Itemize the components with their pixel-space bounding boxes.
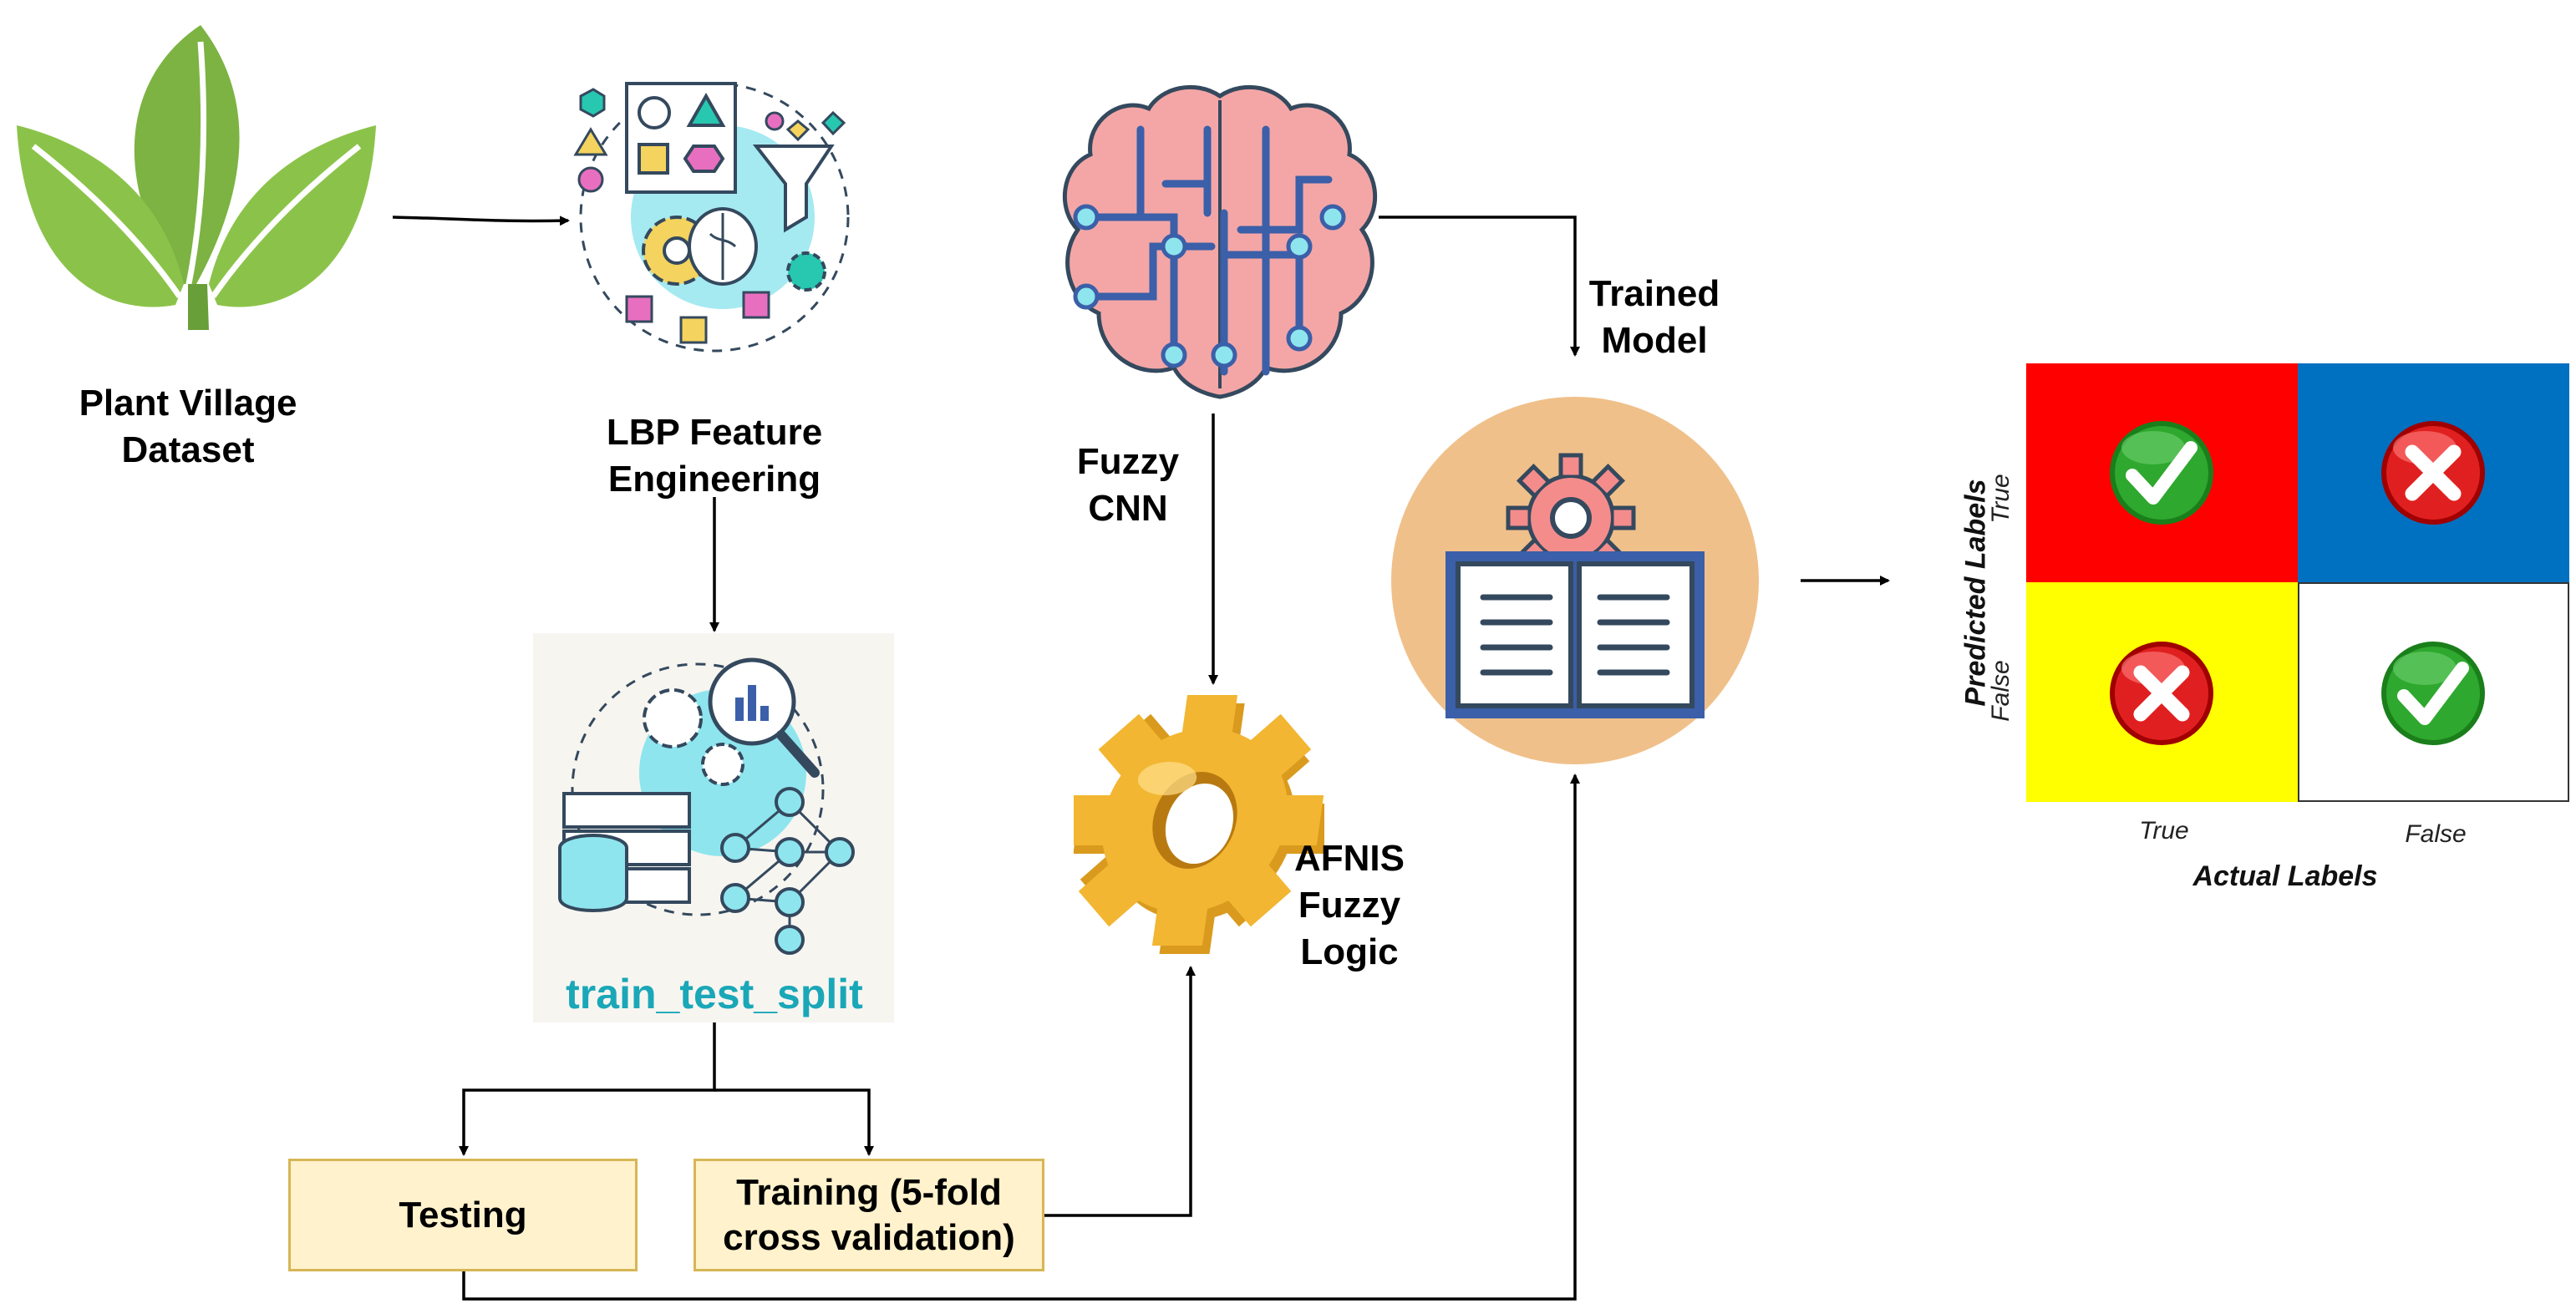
training-box: Training (5-fold cross validation) — [694, 1159, 1044, 1271]
arrow-dataset-to-lbp — [392, 216, 570, 226]
cm-x-axis-label: Actual Labels — [2192, 860, 2378, 892]
fuzzy-cnn-label: Fuzzy CNN — [1076, 441, 1180, 529]
cm-y-axis-label: Predicted Labels — [1959, 479, 1992, 707]
plant-leaf-icon — [17, 25, 376, 330]
model-book-gear-icon — [1391, 397, 1759, 764]
data-split-icon — [558, 657, 855, 955]
checkmark-icon — [2381, 642, 2485, 745]
arrow-split-to-training — [714, 1088, 874, 1156]
cm-x-tick-false: False — [2405, 820, 2467, 848]
arrow-split-branch — [459, 1015, 716, 1156]
cross-icon — [2381, 421, 2485, 525]
afnis-label: AFNIS Fuzzy Logic — [1294, 838, 1405, 972]
testing-box: Testing — [288, 1159, 638, 1271]
arrow-training-to-afnis — [1044, 966, 1196, 1217]
trained-model-label: Trained Model — [1588, 273, 1720, 361]
arrow-testing-to-model — [462, 774, 1580, 1301]
dataset-label: Plant Village Dataset — [79, 383, 297, 470]
feature-engineering-icon — [573, 82, 850, 353]
lbp-label: LBP Feature Engineering — [606, 412, 823, 500]
arrow-cnn-to-model — [1379, 216, 1580, 357]
cm-x-tick-true: True — [2139, 817, 2189, 845]
checkmark-icon — [2110, 421, 2213, 525]
gear-icon — [1074, 695, 1324, 954]
brain-circuit-icon — [1062, 84, 1378, 399]
split-label: train_test_split — [566, 971, 863, 1017]
confusion-matrix — [2026, 363, 2569, 802]
cross-icon — [2110, 642, 2213, 745]
